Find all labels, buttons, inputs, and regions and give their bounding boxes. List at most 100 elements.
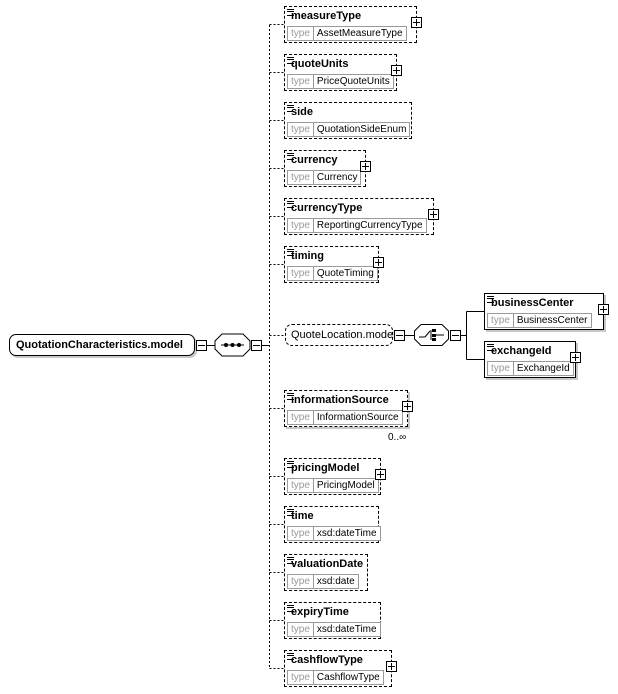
- type-label: type: [488, 362, 514, 375]
- expand-icon-quoteUnits[interactable]: [391, 65, 402, 76]
- expand-icon-currencyType[interactable]: [428, 209, 439, 220]
- type-value: QuoteTiming: [316, 268, 374, 279]
- type-value: CashflowType: [316, 672, 380, 683]
- group-reference-box[interactable]: QuoteLocation.model: [285, 324, 396, 346]
- type-label: type: [488, 314, 514, 327]
- element-lines-icon: [287, 393, 294, 400]
- element-lines-icon: [287, 153, 294, 160]
- element-lines-icon: [287, 9, 294, 16]
- occurrence-label: 0..∞: [388, 432, 407, 443]
- type-label: type: [288, 219, 314, 232]
- element-name: valuationDate: [291, 558, 364, 570]
- element-lines-icon: [287, 605, 294, 612]
- element-name: time: [291, 510, 314, 522]
- type-value: Currency: [316, 172, 358, 183]
- type-value: xsd:date: [316, 576, 355, 587]
- element-name: quoteUnits: [291, 58, 349, 70]
- element-name: expiryTime: [291, 606, 349, 618]
- element-lines-icon: [287, 249, 294, 256]
- type-label: type: [288, 623, 314, 636]
- type-label: type: [288, 575, 314, 588]
- element-name: informationSource: [291, 394, 389, 406]
- expand-icon-pricingModel[interactable]: [375, 469, 386, 480]
- element-name: currencyType: [291, 202, 363, 214]
- type-value: QuotationSideEnum: [316, 124, 407, 135]
- type-value: ExchangeId: [516, 363, 570, 374]
- element-lines-icon: [287, 57, 294, 64]
- root-collapse-icon[interactable]: [196, 340, 207, 351]
- type-value: xsd:dateTime: [316, 624, 377, 635]
- element-name: exchangeId: [491, 345, 552, 357]
- expand-icon-measureType[interactable]: [411, 17, 422, 28]
- element-lines-icon: [287, 653, 294, 660]
- sequence-compositor[interactable]: [214, 333, 251, 357]
- expand-icon-informationSource[interactable]: [402, 401, 413, 412]
- type-value: InformationSource: [316, 412, 399, 423]
- type-value: PriceQuoteUnits: [316, 76, 390, 87]
- expand-icon-businessCenter[interactable]: [598, 304, 609, 315]
- element-name: currency: [291, 154, 338, 166]
- type-label: type: [288, 671, 314, 684]
- element-name: measureType: [291, 10, 362, 22]
- root-group-box[interactable]: QuotationCharacteristics.model: [9, 334, 195, 356]
- type-label: type: [288, 123, 314, 136]
- type-value: ReportingCurrencyType: [316, 220, 423, 231]
- type-label: type: [288, 411, 314, 424]
- expand-icon-timing[interactable]: [373, 257, 384, 268]
- type-value: AssetMeasureType: [316, 28, 403, 39]
- type-label: type: [288, 267, 314, 280]
- element-lines-icon: [287, 461, 294, 468]
- sequence-collapse-icon[interactable]: [251, 340, 262, 351]
- element-lines-icon: [287, 201, 294, 208]
- element-lines-icon: [287, 557, 294, 564]
- group-reference-name: QuoteLocation.model: [291, 329, 396, 341]
- element-lines-icon: [287, 105, 294, 112]
- type-label: type: [288, 75, 314, 88]
- type-value: xsd:dateTime: [316, 528, 377, 539]
- type-label: type: [288, 171, 314, 184]
- element-name: cashflowType: [291, 654, 363, 666]
- choice-compositor[interactable]: [414, 324, 449, 346]
- expand-icon-exchangeId[interactable]: [570, 352, 581, 363]
- group-collapse-icon[interactable]: [394, 330, 405, 341]
- element-lines-icon: [487, 344, 494, 351]
- expand-icon-cashflowType[interactable]: [386, 661, 397, 672]
- type-value: PricingModel: [316, 480, 375, 491]
- choice-collapse-icon[interactable]: [450, 330, 461, 341]
- element-name: timing: [291, 250, 324, 262]
- type-label: type: [288, 27, 314, 40]
- type-label: type: [288, 527, 314, 540]
- expand-icon-currency[interactable]: [360, 161, 371, 172]
- element-name: businessCenter: [491, 297, 574, 309]
- root-group-name: QuotationCharacteristics.model: [16, 339, 183, 351]
